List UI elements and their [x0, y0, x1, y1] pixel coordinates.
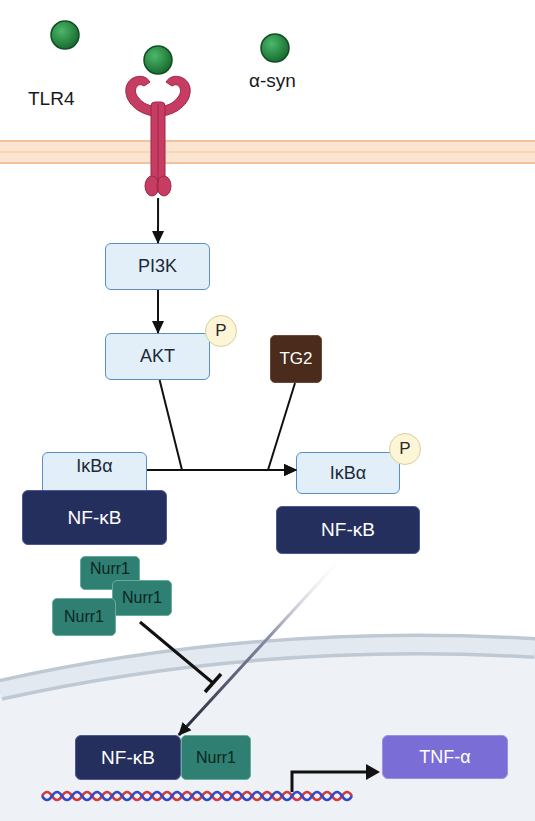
node-text: Nurr1: [90, 560, 130, 578]
protein-box: AKTP: [105, 333, 210, 380]
phosphate-circle: P: [205, 315, 237, 347]
phosphate-circle: P: [389, 433, 421, 465]
node-text: Nurr1: [64, 608, 104, 626]
arrow-connector: [157, 290, 159, 333]
cell-membrane: [0, 140, 535, 164]
node-text: IκBα: [330, 463, 366, 484]
node-text: PI3K: [138, 256, 177, 277]
node-text: P: [215, 321, 226, 341]
molecule-label: α-syn: [249, 70, 296, 92]
node-text: NF-κB: [68, 507, 122, 529]
node-text: NF-κB: [321, 519, 375, 541]
protein-box: NF-κB: [75, 735, 181, 780]
enzyme-box: TG2: [270, 335, 322, 383]
nurr1-box: Nurr1: [181, 735, 251, 780]
node-text: P: [399, 439, 410, 459]
nucleus: [0, 645, 535, 821]
alpha-synuclein: [51, 21, 289, 74]
node-text: AKT: [140, 346, 175, 367]
node-text: IκBα: [76, 456, 112, 477]
promoter-arrow: [292, 764, 380, 792]
protein-box: IκBαP: [296, 452, 400, 494]
tlr4-receptor: TLR4: [20, 68, 200, 198]
inhibition-line: [140, 622, 221, 692]
receptor-label: TLR4: [28, 88, 74, 110]
node-text: Nurr1: [122, 589, 162, 607]
nurr1-box: Nurr1: [112, 580, 172, 616]
arrow-connector: [147, 469, 296, 471]
nurr1-box: Nurr1: [52, 598, 116, 636]
receptor-shape: [20, 68, 200, 198]
protein-box: PI3K: [105, 243, 210, 290]
dna-helix: [42, 792, 352, 800]
node-text: NF-κB: [101, 747, 155, 769]
protein-box: NF-κB: [276, 506, 420, 554]
protein-box: NF-κB: [22, 490, 167, 545]
arrow-connector: [179, 554, 345, 735]
arrow-connector: [268, 383, 296, 470]
arrow-connector: [160, 380, 296, 470]
node-text: Nurr1: [196, 749, 236, 767]
cytokine-box: TNF-α: [382, 735, 508, 779]
node-text: TG2: [279, 349, 312, 369]
node-text: TNF-α: [419, 747, 470, 768]
arrow-connector: [157, 198, 159, 243]
